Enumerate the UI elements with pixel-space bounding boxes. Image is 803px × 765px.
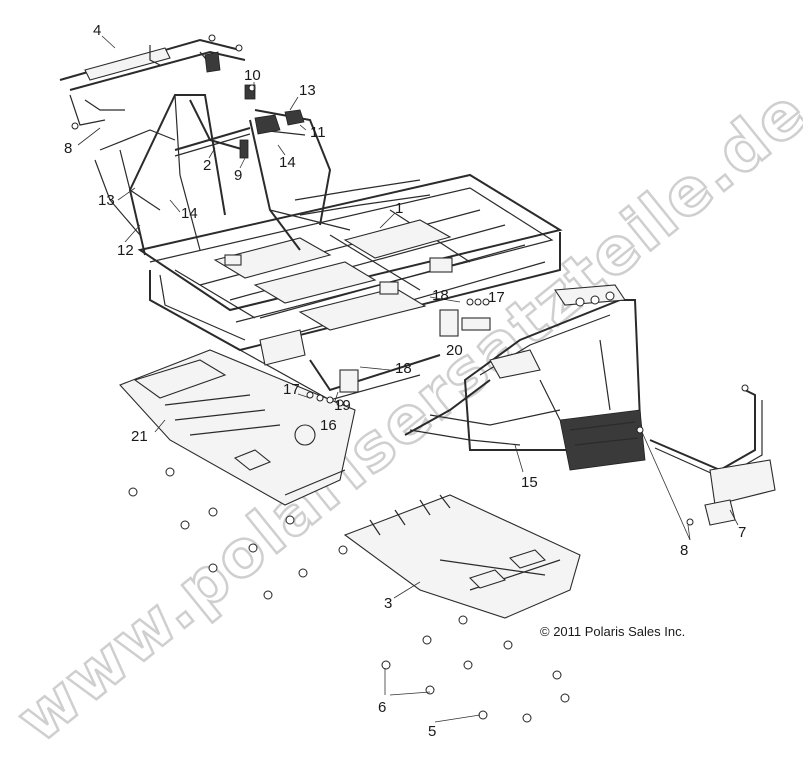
callout-17-lower: 17 [283,381,300,398]
callout-11: 11 [310,124,326,141]
callout-5: 5 [428,723,436,740]
callout-9: 9 [234,167,242,184]
callout-1: 1 [395,200,403,217]
callout-19: 19 [334,397,351,414]
callout-8-right: 8 [680,542,688,559]
watermark: www.polarisersatzteile.de [2,74,803,759]
callout-12: 12 [117,242,134,259]
callout-3: 3 [384,595,392,612]
callout-18-lower: 18 [395,360,412,377]
callout-2: 2 [203,157,211,174]
callout-14-right: 14 [279,154,296,171]
callout-13-left: 13 [98,192,115,209]
callout-6: 6 [378,699,386,716]
fastener-group [71,84,570,723]
leader-lines [77,35,739,723]
callout-13-top: 13 [299,82,316,99]
callout-15: 15 [521,474,538,491]
callout-16: 16 [320,417,337,434]
upper-bar [174,127,251,157]
bracket-group [239,84,491,407]
callout-17-upper: 17 [488,289,505,306]
callout-20: 20 [446,342,463,359]
rear-frame [404,284,646,471]
skid-plate-front [119,349,356,506]
watermark-text: www.polarisersatzteile.de [3,75,803,757]
callout-14-left: 14 [181,205,198,222]
copyright-text: © 2011 Polaris Sales Inc. [540,624,685,639]
main-frame [94,94,563,401]
callout-8-left: 8 [64,140,72,157]
callout-10: 10 [244,67,261,84]
callout-18-upper: 18 [432,287,449,304]
front-bumper [636,384,776,526]
top-tube-assembly [59,34,246,126]
callout-7: 7 [738,524,746,541]
callout-labels: 4 10 13 8 11 2 9 14 13 14 12 1 18 17 20 … [64,22,746,740]
callout-21: 21 [131,428,148,445]
skid-plate-rear [343,494,581,619]
callout-4: 4 [93,22,101,39]
